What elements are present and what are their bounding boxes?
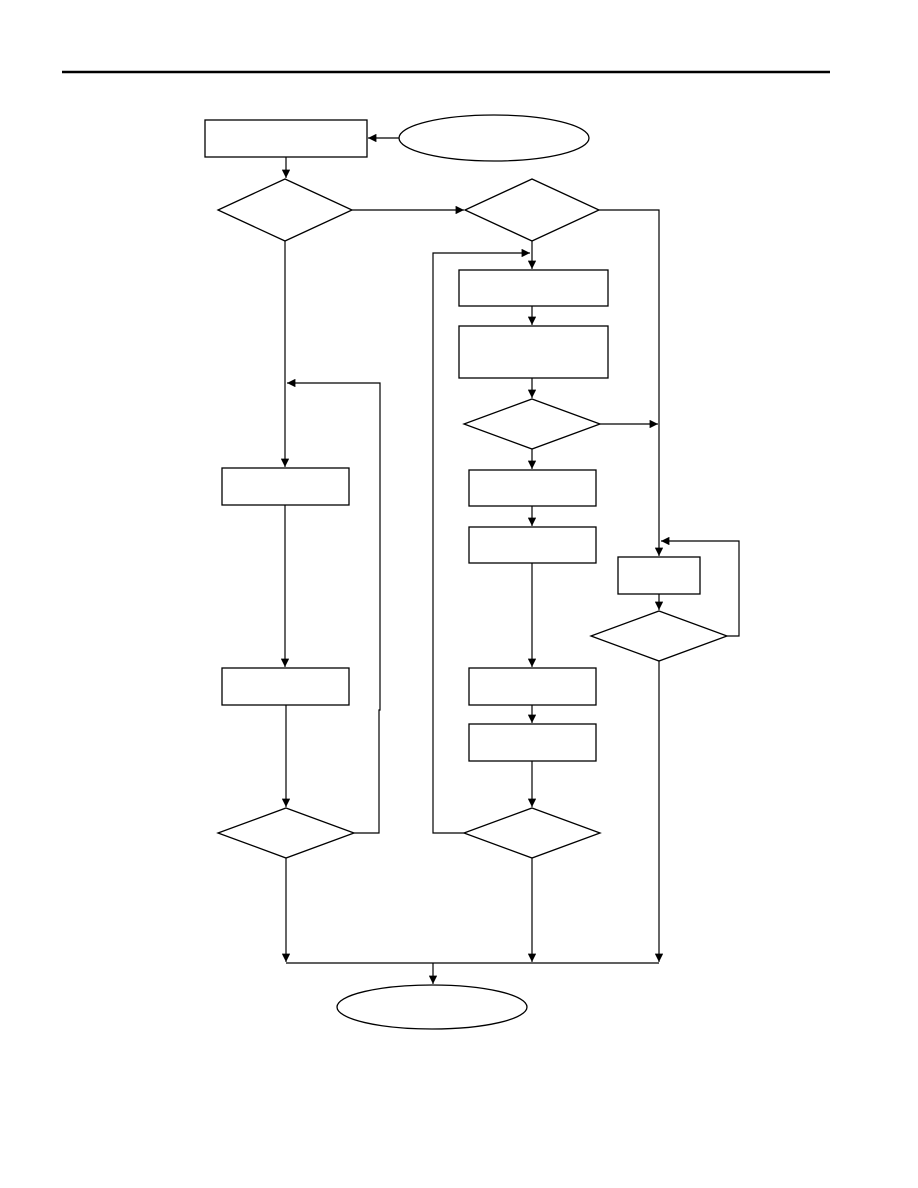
- connector-left-loop-back: [287, 378, 381, 834]
- end-terminator: [336, 984, 528, 1030]
- process-middle-1: [458, 269, 609, 307]
- process-left-1: [221, 467, 350, 506]
- decision-left-loop: [216, 807, 356, 859]
- decision-branch-right: [463, 178, 601, 242]
- process-left-2: [221, 667, 350, 706]
- process-initial: [204, 119, 368, 158]
- decision-middle-loop: [462, 807, 602, 859]
- process-middle-4: [468, 526, 597, 564]
- decision-branch-left: [216, 178, 354, 242]
- connector-right-decision-across: [599, 209, 664, 556]
- decision-right-loop: [589, 610, 729, 662]
- connector-right-loop-back: [661, 536, 740, 637]
- connector-middle-loop-back: [432, 248, 530, 834]
- process-middle-3: [468, 469, 597, 507]
- process-right-1: [617, 556, 701, 595]
- process-middle-5: [468, 667, 597, 706]
- process-middle-2: [458, 325, 609, 379]
- process-middle-6: [468, 723, 597, 762]
- start-terminator: [398, 114, 590, 162]
- decision-middle: [462, 398, 602, 450]
